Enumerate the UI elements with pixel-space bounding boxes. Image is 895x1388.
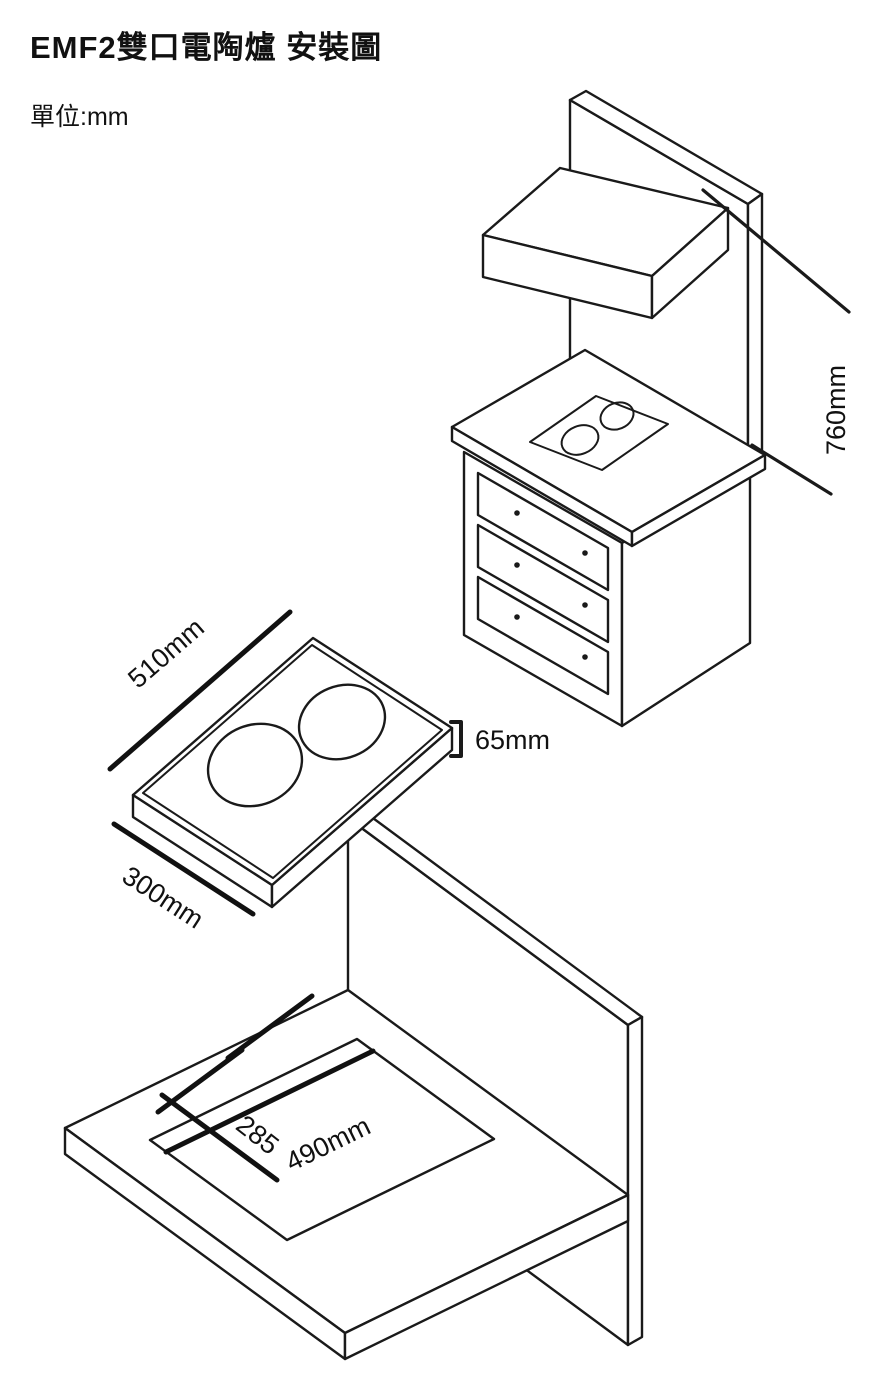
drawer-2	[476, 523, 610, 644]
hob-burner-back	[297, 683, 387, 761]
hood-side-face	[650, 206, 730, 320]
unit-label: 單位:mm	[30, 103, 129, 131]
countertop-right-edge	[343, 1193, 630, 1361]
hob-height-bracket	[449, 720, 463, 758]
cabinet-countertop-right-edge	[630, 453, 767, 548]
dim-label-760: 760mm	[821, 365, 851, 455]
knob-icon	[514, 562, 520, 568]
knob-icon	[514, 510, 520, 516]
knob-icon	[582, 654, 588, 660]
dim-label-300: 300mm	[117, 860, 209, 934]
side-panel-right-edge	[626, 1015, 644, 1347]
hob-width-line	[107, 609, 293, 772]
cutout-opening	[148, 1037, 496, 1242]
clearance-leader-bottom	[750, 443, 833, 496]
cooktop-burner-back	[599, 401, 635, 431]
hob-glass-outline	[142, 644, 443, 879]
drawer-3	[476, 575, 610, 696]
hob-dimension-marks	[107, 609, 293, 917]
knob-icon	[582, 602, 588, 608]
hob-top-face	[131, 636, 454, 887]
knob-icon	[582, 550, 588, 556]
drawer-1	[476, 471, 610, 592]
cutout-dimension-marks	[155, 993, 376, 1183]
dim-label-510: 510mm	[122, 612, 210, 694]
hob-depth-line	[111, 821, 256, 917]
figure-hob-dimensions	[107, 609, 463, 917]
cutout-depth-line	[159, 1092, 280, 1183]
knob-icon	[514, 614, 520, 620]
figure-countertop-cutout	[63, 808, 644, 1361]
page-title: EMF2雙口電陶爐 安裝圖	[30, 30, 383, 65]
dim-label-65: 65mm	[475, 725, 550, 755]
cutout-width-line	[163, 1048, 376, 1155]
cooktop-burner-front	[560, 424, 600, 456]
drawer-knobs	[514, 510, 588, 660]
figure-cabinet-clearance	[450, 89, 851, 728]
clearance-leader-top	[701, 188, 851, 314]
hob-burner-front	[206, 722, 304, 808]
